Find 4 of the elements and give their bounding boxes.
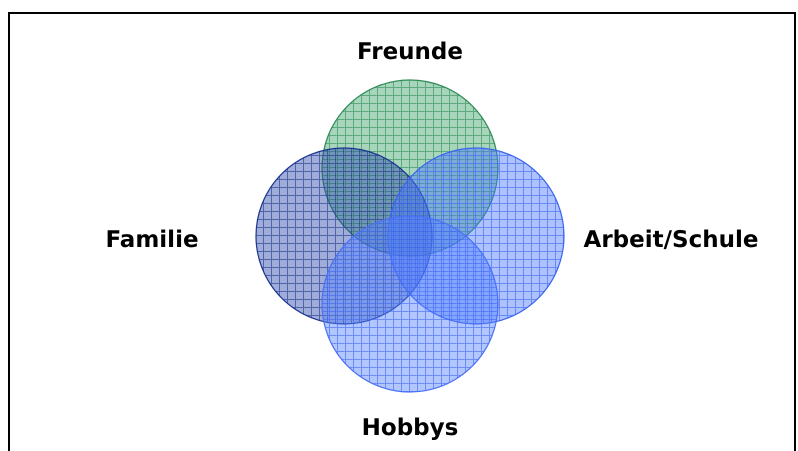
set-label: Arbeit/Schule [584,227,758,253]
set-label: Freunde [357,39,463,65]
set-label: Familie [105,227,199,253]
set-label: Hobbys [362,415,458,441]
